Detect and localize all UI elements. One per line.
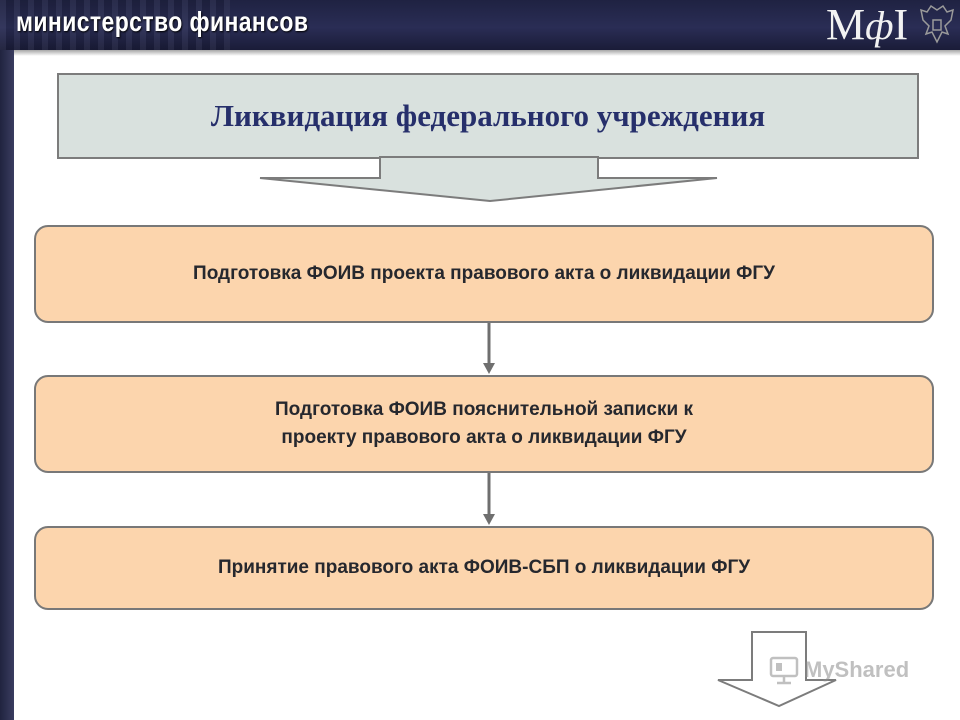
ministry-logo: МфI [826,2,908,49]
header-shadow [14,50,960,56]
diagram-title: Ликвидация федерального учреждения [59,75,917,157]
watermark-text: MyShared [804,657,909,683]
title-callout: Ликвидация федерального учреждения [57,73,919,159]
arrow-step-2-to-3 [481,473,497,526]
header-bar: министерство финансов МфI [0,0,960,50]
left-side-bar [0,50,14,720]
ministry-title: министерство финансов [16,6,308,38]
logo-letter-i: I [894,0,909,49]
step-prepare-note: Подготовка ФОИВ пояснительной записки к … [34,375,934,473]
callout-arrow [258,156,720,204]
logo-letter-m: М [826,0,865,49]
presentation-icon [768,655,800,685]
step-adopt-act: Принятие правового акта ФОИВ-СБП о ликви… [34,526,934,610]
step-1-label: Подготовка ФОИВ проекта правового акта о… [193,260,775,288]
step-2-label-line2: проекту правового акта о ликвидации ФГУ [275,424,693,452]
logo-letter-phi: ф [865,3,893,48]
arrow-step-1-to-2 [481,323,497,375]
watermark: MyShared [768,655,909,685]
step-prepare-act: Подготовка ФОИВ проекта правового акта о… [34,225,934,323]
emblem-icon [918,4,956,46]
step-3-label: Принятие правового акта ФОИВ-СБП о ликви… [218,554,750,582]
step-2-label-line1: Подготовка ФОИВ пояснительной записки к [275,396,693,424]
